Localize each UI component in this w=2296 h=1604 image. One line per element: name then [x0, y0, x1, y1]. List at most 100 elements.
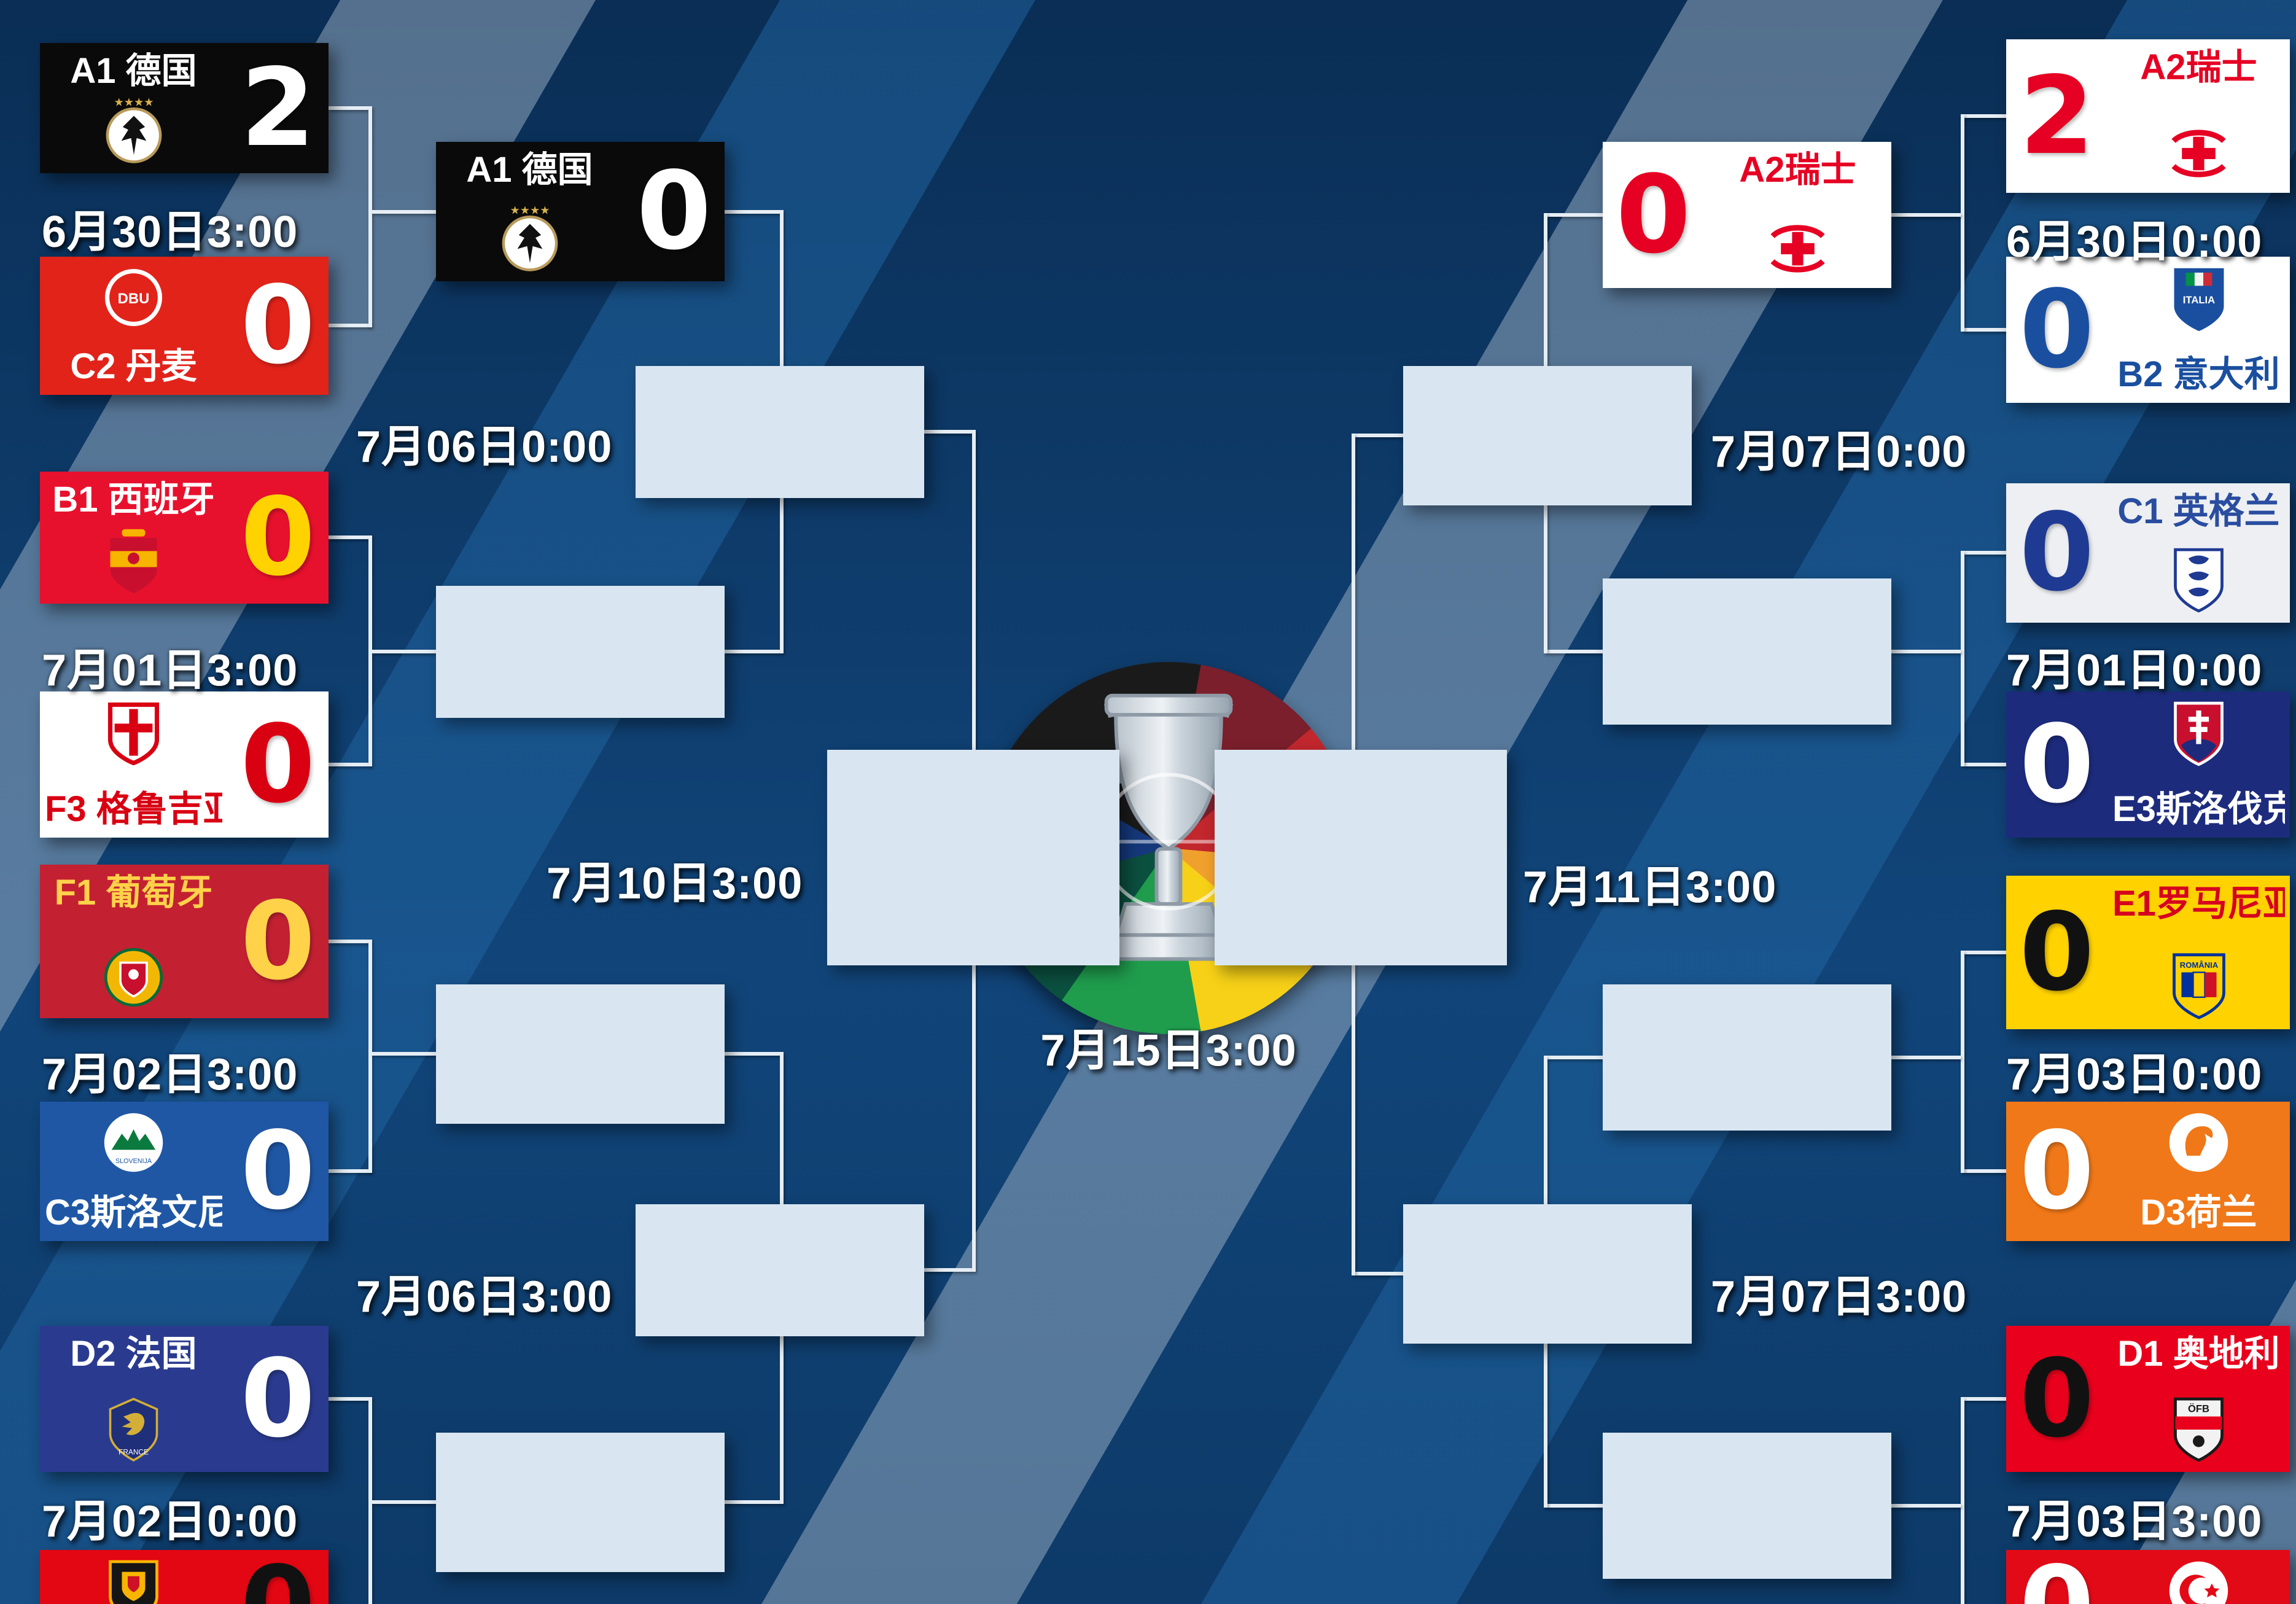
team-info: F1 葡萄牙 [40, 865, 227, 1018]
connector [368, 940, 372, 1173]
romania-text: ROMÂNIA [2179, 960, 2218, 970]
connector [1964, 763, 2006, 766]
switzerland-crest-icon [2163, 123, 2234, 184]
qf-slot-right-1 [1403, 366, 1692, 505]
team-box-turkey-r16: 0 [2006, 1550, 2290, 1604]
team-score-france: 0 [240, 1336, 316, 1462]
connector [329, 1169, 370, 1173]
team-label-romania: E1罗马尼亚 [2112, 884, 2285, 924]
team-label-netherlands: D3荷兰 [2140, 1193, 2257, 1232]
team-info: A1 德国 ★★★★ [40, 43, 227, 173]
team-score-slovakia: 0 [2019, 702, 2095, 827]
match-date-ger-den: 6月30日3:00 [42, 208, 298, 257]
connector [1964, 1169, 2006, 1173]
team-score-georgia: 0 [240, 702, 316, 827]
connector [329, 324, 370, 327]
team-score-austria: 0 [2019, 1336, 2095, 1462]
connector [1964, 551, 2006, 555]
england-crest-icon [2170, 547, 2228, 614]
team-score-switzerland: 2 [2019, 53, 2095, 179]
team-info: A2瑞士 [1704, 142, 1891, 288]
connector [1355, 434, 1403, 437]
team-score-italy: 0 [2019, 267, 2095, 392]
team-box-denmark-r16: DBU C2 丹麦 0 [40, 257, 329, 395]
team-box-slovenia-r16: SLOVENIJA C3斯洛文尼亚 0 [40, 1102, 329, 1241]
team-score-england: 0 [2019, 491, 2095, 615]
spain-crest-icon [104, 528, 163, 595]
team-info: SLOVENIJA C3斯洛文尼亚 [40, 1102, 227, 1241]
connector [329, 940, 370, 943]
team-label-switzerland: A2瑞士 [2140, 48, 2257, 87]
italia-text: ITALIA [2182, 294, 2214, 306]
team-label-georgia: F3 格鲁吉亚 [45, 790, 222, 829]
connector [725, 1052, 780, 1056]
team-box-austria-r16: 0 D1 奥地利 ÖFB [2006, 1326, 2290, 1472]
team-score-belgium: 0 [227, 1550, 329, 1604]
netherlands-crest-icon [2166, 1110, 2231, 1175]
denmark-crest-icon: DBU [101, 265, 166, 330]
team-info: D2 法国 FRANCE [40, 1326, 227, 1472]
connector [1964, 1397, 2006, 1401]
connector [329, 1397, 370, 1401]
team-score-denmark: 0 [240, 263, 316, 388]
connector [368, 1397, 372, 1604]
connector [1961, 114, 1964, 332]
qf-date-right-1: 7月07日0:00 [1711, 427, 1967, 477]
connector [1964, 328, 2006, 332]
turkey-crest-icon [2166, 1559, 2231, 1604]
team-label-slovakia: E3斯洛伐克 [2112, 790, 2285, 829]
connector [924, 430, 972, 434]
team-score-switzerland-winner: 0 [1616, 152, 1691, 278]
winner-slot-right-3 [1603, 984, 1891, 1131]
qf-date-left-2: 7月06日3:00 [356, 1272, 613, 1322]
team-box-romania-r16: 0 E1罗马尼亚 ROMÂNIA [2006, 876, 2290, 1029]
connector [329, 106, 370, 110]
connector [1964, 951, 2006, 954]
team-info: A2瑞士 [2107, 39, 2290, 193]
team-box-georgia-r16: F3 格鲁吉亚 0 [40, 691, 329, 838]
portugal-crest-icon [101, 945, 166, 1010]
team-info: D3荷兰 [2107, 1102, 2290, 1241]
connector [725, 650, 780, 653]
connector [368, 106, 372, 327]
connector [1891, 650, 1961, 653]
connector [1547, 213, 1603, 217]
connector [372, 210, 436, 214]
team-info: ITALIA B2 意大利 [2107, 257, 2290, 403]
connector [1961, 551, 1964, 766]
connector [1547, 1056, 1603, 1059]
team-label-spain: B1 西班牙 [52, 480, 215, 520]
winner-slot-left-3 [436, 984, 725, 1124]
connector [725, 1500, 780, 1504]
team-box-belgium-r16: 0 [40, 1550, 329, 1604]
final-date: 7月15日3:00 [1040, 1026, 1297, 1075]
connector [1355, 1272, 1403, 1275]
georgia-crest-icon [104, 700, 163, 768]
team-score-netherlands: 0 [2019, 1109, 2095, 1234]
team-box-england-r16: 0 C1 英格兰 [2006, 483, 2290, 623]
sf-date-right: 7月11日3:00 [1523, 863, 1777, 912]
team-label-italy: B2 意大利 [2117, 355, 2280, 394]
slovenija-text: SLOVENIJA [115, 1158, 152, 1165]
connector [329, 535, 370, 539]
qf-date-right-2: 7月07日3:00 [1711, 1272, 1967, 1322]
germany-crest-icon: ★★★★ [103, 92, 165, 165]
switzerland-crest-icon [1762, 218, 1833, 279]
team-box-spain-r16: B1 西班牙 0 [40, 472, 329, 604]
germany-stars: ★★★★ [114, 96, 154, 109]
germany-stars: ★★★★ [510, 204, 550, 217]
connector [1891, 1056, 1961, 1059]
team-label-austria: D1 奥地利 [2117, 1334, 2280, 1374]
team-info: D1 奥地利 ÖFB [2107, 1326, 2290, 1472]
qf-slot-left-2 [636, 1204, 924, 1336]
connector [372, 1500, 436, 1504]
team-score-slovenia: 0 [240, 1109, 316, 1234]
team-score-germany: 2 [240, 45, 316, 171]
team-info: E3斯洛伐克 [2107, 691, 2290, 838]
connector [1547, 650, 1603, 653]
team-label-portugal: F1 葡萄牙 [54, 873, 213, 913]
austria-crest-icon: ÖFB [2170, 1396, 2228, 1463]
connector [924, 1268, 972, 1272]
team-score-germany-winner: 0 [636, 149, 712, 274]
